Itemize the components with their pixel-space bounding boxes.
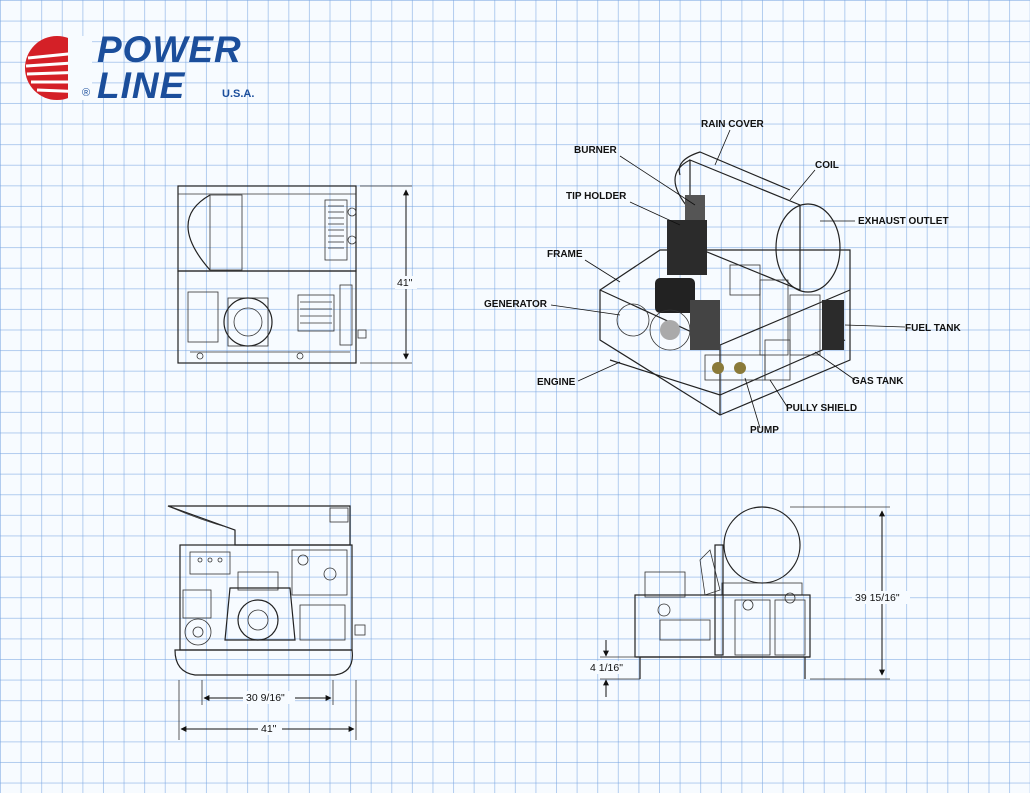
label-burner: BURNER	[574, 145, 618, 156]
front-width-dimensions: 30 9/16" 41"	[178, 680, 357, 740]
label-pully-shield: PULLY SHIELD	[786, 403, 857, 414]
logo-suffix: U.S.A.	[222, 88, 254, 100]
label-engine: ENGINE	[537, 377, 576, 388]
dim-front-width: 41"	[261, 723, 277, 735]
label-coil: COIL	[815, 160, 839, 171]
dim-side-clearance: 4 1/16"	[590, 662, 623, 674]
top-view-drawing	[177, 185, 367, 364]
callout-leaders	[550, 129, 906, 429]
logo-sunburst-icon	[25, 36, 92, 100]
top-height-dimension: 41"	[360, 185, 417, 364]
label-generator: GENERATOR	[484, 299, 548, 310]
front-view-drawing	[167, 505, 366, 676]
side-dimensions: 39 15/16" 4 1/16"	[588, 506, 910, 697]
dim-front-inner-width: 30 9/16"	[246, 692, 285, 704]
label-pump: PUMP	[750, 425, 779, 436]
label-tip-holder: TIP HOLDER	[566, 191, 627, 202]
label-gas-tank: GAS TANK	[852, 376, 904, 387]
label-rain-cover: RAIN COVER	[701, 119, 765, 130]
isometric-view-drawing	[599, 151, 851, 416]
label-frame: FRAME	[547, 249, 583, 260]
callout-labels: RAIN COVER BURNER COIL TIP HOLDER EXHAUS…	[484, 119, 962, 436]
side-view-drawing	[634, 506, 811, 679]
label-fuel-tank: FUEL TANK	[905, 323, 962, 334]
dim-side-height: 39 15/16"	[855, 592, 900, 604]
logo-registered: ®	[82, 87, 90, 99]
logo-line1: POWER	[97, 29, 242, 70]
power-line-logo: POWER LINE ® U.S.A.	[25, 29, 254, 106]
label-exhaust-outlet: EXHAUST OUTLET	[858, 216, 949, 227]
dim-top-height: 41"	[397, 277, 413, 289]
logo-line2: LINE	[97, 65, 186, 106]
